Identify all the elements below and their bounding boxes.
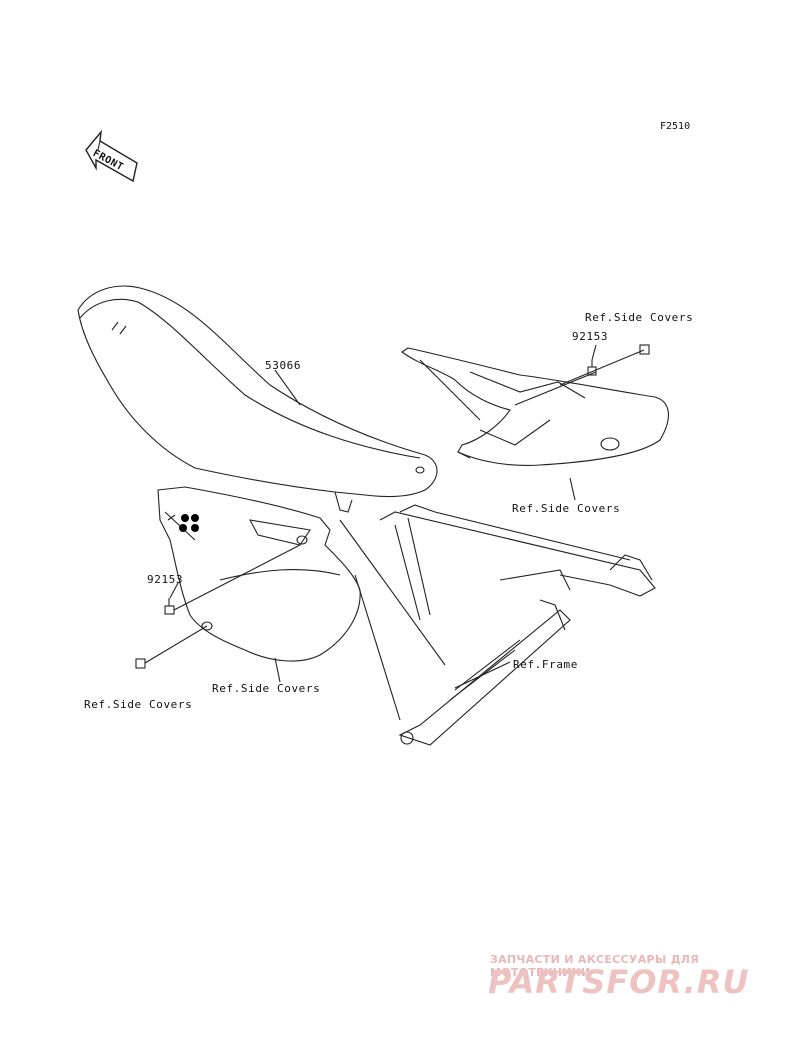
label-bolt-92153-left[interactable]: 92153 [147,573,184,586]
watermark-logo: PARTSFOR.RU [488,963,750,1001]
leader-lines [144,344,645,721]
bolt-top-icon [587,360,597,376]
label-ref-side-covers-left2[interactable]: Ref.Side Covers [84,698,193,711]
collar-left-icon [135,658,146,669]
label-ref-side-covers-top[interactable]: Ref.Side Covers [585,311,694,324]
label-ref-frame[interactable]: Ref.Frame [513,658,579,671]
collar-top-icon [639,344,650,355]
rear-fender [401,347,669,466]
label-bolt-92153-top[interactable]: 92153 [572,330,609,343]
label-ref-side-covers-mid[interactable]: Ref.Side Covers [512,502,621,515]
bolt-left-icon [164,598,175,615]
label-ref-side-covers-left1[interactable]: Ref.Side Covers [212,682,321,695]
figure-code: F2510 [660,121,691,132]
front-arrow-icon [85,129,138,183]
side-cover-left [157,486,361,662]
seat-outline [77,285,438,513]
label-seat-53066[interactable]: 53066 [265,359,302,372]
watermark-tagline: ЗАПЧАСТИ И АКСЕССУАРЫ ДЛЯ МОТОТЕХНИКИ [490,953,700,979]
frame-subframe [379,504,656,746]
